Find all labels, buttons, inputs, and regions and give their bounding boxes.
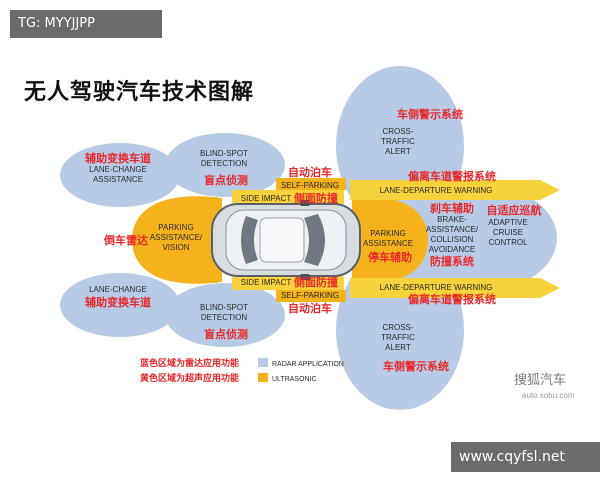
lane-change-top-en1: LANE-CHANGE — [89, 165, 147, 174]
self-parking-top-zone — [276, 178, 346, 190]
lane-dep-top-cn: 偏离车道警报系统 — [408, 169, 496, 183]
parking-rear-en1: PARKING — [158, 223, 193, 232]
legend: 蓝色区域为雷达应用功能 RADAR APPLICATION 黄色区域为超声应用功… — [140, 357, 344, 383]
cross-top-en3: ALERT — [385, 147, 411, 156]
cross-bottom-en1: CROSS- — [382, 323, 413, 332]
side-impact-top-zone — [232, 190, 344, 204]
cross-bottom-cn: 车侧警示系统 — [383, 359, 449, 373]
blind-bottom-en1: BLIND-SPOT — [200, 303, 248, 312]
side-impact-bottom-cn: 侧面防撞 — [294, 275, 338, 289]
brake-cn2: 防撞系统 — [430, 254, 474, 268]
blind-spot-top-zone — [165, 133, 285, 197]
blind-top-en1: BLIND-SPOT — [200, 149, 248, 158]
blind-spot-bottom-zone — [165, 283, 285, 347]
blind-top-en2: DETECTION — [201, 159, 247, 168]
lane-change-top-zone — [60, 143, 180, 207]
parking-front-cn: 停车辅助 — [368, 250, 412, 264]
lane-dep-bottom-cn: 偏离车道警报系统 — [408, 292, 496, 306]
self-parking-top-en: SELF-PARKING — [281, 181, 339, 190]
lane-change-bottom-zone — [60, 273, 180, 337]
lane-dep-bottom-en: LANE-DEPARTURE WARNING — [380, 283, 493, 292]
legend-radar-en: RADAR APPLICATION — [272, 361, 344, 368]
lane-change-bottom-cn: 辅助变换车道 — [85, 295, 151, 309]
blind-top-cn: 盲点侦测 — [204, 173, 248, 187]
lane-change-top-en2: ASSISTANCE — [93, 175, 143, 184]
cruise-en2: CRUISE — [493, 228, 523, 237]
brake-en2: ASSISTANCE/ — [426, 225, 479, 234]
brake-en3: COLLISION — [431, 235, 474, 244]
page-title: 无人驾驶汽车技术图解 — [24, 80, 255, 105]
ultrasonic-zones — [132, 178, 560, 302]
side-impact-top-en: SIDE IMPACT — [241, 194, 292, 203]
lane-dep-top-en: LANE-DEPARTURE WARNING — [380, 186, 493, 195]
legend-ultra-cn: 黄色区域为超声应用功能 — [140, 372, 239, 383]
blind-bottom-en2: DETECTION — [201, 313, 247, 322]
brand-url: auto.sohu.com — [522, 391, 575, 400]
cruise-en1: ADAPTIVE — [488, 218, 528, 227]
cruise-en3: CONTROL — [488, 238, 528, 247]
parking-rear-en3: VISION — [162, 243, 189, 252]
brake-en1: BRAKE- — [437, 215, 467, 224]
cross-bottom-en3: ALERT — [385, 343, 411, 352]
self-parking-bottom-zone — [276, 290, 346, 302]
rear-parking-zone — [132, 196, 222, 284]
legend-ultra-en: ULTRASONIC — [272, 376, 317, 383]
parking-rear-cn: 倒车雷达 — [103, 233, 148, 247]
side-impact-bottom-zone — [232, 276, 344, 290]
parking-front-en1: PARKING — [370, 229, 405, 238]
legend-radar-swatch — [258, 358, 268, 367]
brand: 搜狐汽车 auto.sohu.com — [514, 372, 575, 400]
parking-front-en2: ASSISTANCE — [363, 239, 413, 248]
watermark-top: TG: MYYJJPP — [10, 10, 162, 38]
cross-top-cn: 车侧警示系统 — [397, 107, 463, 121]
cross-top-en2: TRAFFIC — [381, 137, 415, 146]
front-parking-zone — [352, 196, 428, 284]
lane-change-top-cn: 辅助变换车道 — [85, 151, 151, 165]
lane-change-bottom-en: LANE-CHANGE — [89, 285, 147, 294]
lane-departure-bottom-beam — [350, 278, 560, 298]
cross-top-en1: CROSS- — [382, 127, 413, 136]
side-impact-bottom-en: SIDE IMPACT — [241, 278, 292, 287]
cruise-cn: 自适应巡航 — [487, 203, 542, 217]
side-impact-top-cn: 侧面防撞 — [294, 191, 338, 205]
self-parking-top-cn: 自动泊车 — [288, 165, 332, 179]
parking-rear-en2: ASSISTANCE/ — [150, 233, 203, 242]
brake-en4: AVOIDANCE — [429, 245, 476, 254]
brake-cn: 刹车辅助 — [430, 201, 474, 215]
self-parking-bottom-en: SELF-PARKING — [281, 291, 339, 300]
blind-bottom-cn: 盲点侦测 — [204, 327, 248, 341]
watermark-bottom: www.cqyfsl.net — [451, 442, 600, 472]
self-parking-bottom-cn: 自动泊车 — [288, 301, 332, 315]
cross-bottom-en2: TRAFFIC — [381, 333, 415, 342]
chinese-labels: 辅助变换车道 辅助变换车道 盲点侦测 盲点侦测 倒车雷达 自动泊车 侧面防撞 侧… — [85, 107, 542, 373]
legend-radar-cn: 蓝色区域为雷达应用功能 — [140, 357, 239, 368]
car — [211, 200, 361, 280]
legend-ultra-swatch — [258, 373, 268, 382]
brand-name: 搜狐汽车 — [514, 372, 566, 387]
adaptive-cruise-zone — [413, 186, 557, 290]
english-labels: LANE-CHANGE ASSISTANCE LANE-CHANGE BLIND… — [89, 127, 528, 352]
lane-departure-top-beam — [350, 180, 560, 200]
